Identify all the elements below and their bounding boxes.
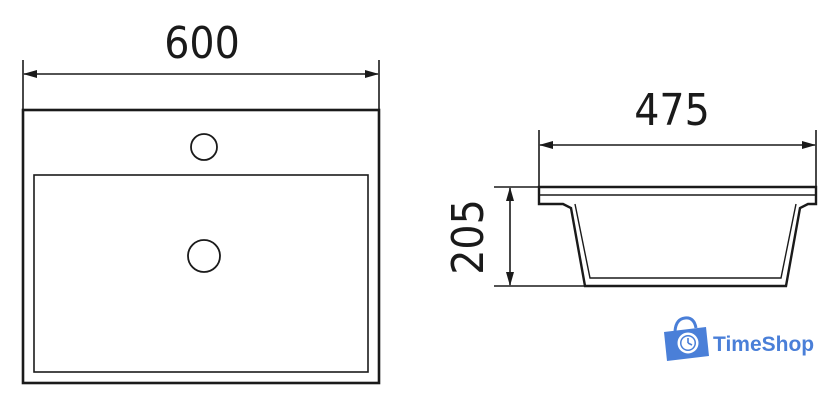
side-height-label: 205 xyxy=(443,199,494,275)
timeshop-logo: TimeShop xyxy=(664,316,814,361)
drain-hole xyxy=(187,239,221,273)
shopping-bag-clock-icon xyxy=(664,316,709,361)
side-view xyxy=(494,130,818,288)
inner-wall xyxy=(574,203,797,279)
bowl-outline xyxy=(33,174,369,373)
basin-profile xyxy=(537,185,818,288)
side-width-label: 475 xyxy=(634,85,710,136)
top-width-label: 600 xyxy=(164,18,240,69)
basin-outline xyxy=(21,108,381,385)
tap-hole xyxy=(190,133,218,161)
logo-text: TimeShop xyxy=(713,333,814,356)
top-view xyxy=(21,60,381,385)
